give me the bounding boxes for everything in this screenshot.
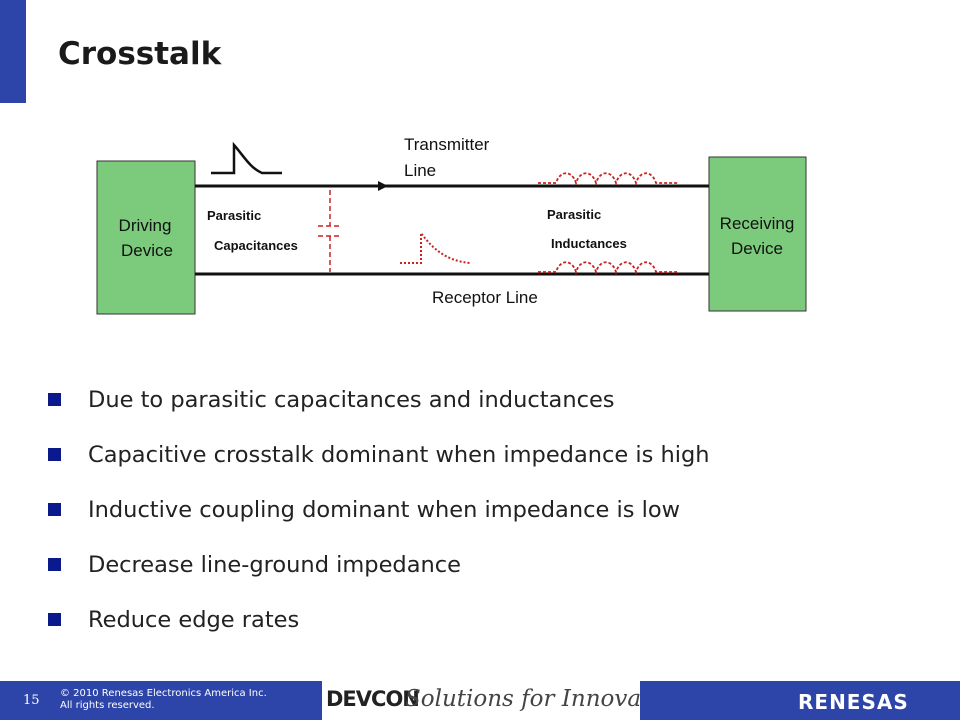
footer: 15 © 2010 Renesas Electronics America In… [0,681,960,720]
bullet-text: Decrease line-ground impedance [88,551,461,578]
bullet-item: Due to parasitic capacitances and induct… [48,372,710,427]
bullet-text: Due to parasitic capacitances and induct… [88,386,615,413]
tagline: Solutions for Innovation [405,686,687,712]
transmitter-line-label-1: Transmitter [404,135,490,154]
bullet-square-icon [48,558,61,571]
page-number: 15 [23,693,40,708]
devcon-logo: DEVCON [326,687,420,711]
renesas-logo: RENESAS [798,690,909,714]
parasitic-capacitances-label-2: Capacitances [214,238,298,253]
driving-device-box [96,160,196,315]
bullet-square-icon [48,393,61,406]
inductor-bottom [538,261,678,276]
bullet-item: Reduce edge rates [48,592,710,647]
receiving-device-box [708,156,807,312]
bullet-square-icon [48,503,61,516]
parasitic-inductances-label-2: Inductances [551,236,627,251]
footer-right-band [640,681,960,720]
driving-device-label-2: Device [121,241,173,260]
bullet-item: Inductive coupling dominant when impedan… [48,482,710,537]
bullet-text: Reduce edge rates [88,606,300,633]
receiving-device-label-1: Receiving [720,214,795,233]
crosstalk-pulse-waveform [400,229,471,264]
bullet-text: Inductive coupling dominant when impedan… [88,496,681,523]
slide-title: Crosstalk [58,36,222,72]
receiving-device-label-2: Device [731,239,783,258]
crosstalk-diagram: Driving Device Receiving Device Transmit… [96,135,807,315]
transmitter-pulse-waveform [211,141,282,175]
parasitic-inductances-label-1: Parasitic [547,207,601,222]
bullet-square-icon [48,448,61,461]
bullet-item: Capacitive crosstalk dominant when imped… [48,427,710,482]
bullet-text: Capacitive crosstalk dominant when imped… [88,441,710,468]
transmitter-line-label-2: Line [404,161,436,180]
copyright-line-1: © 2010 Renesas Electronics America Inc. [60,688,267,699]
copyright: © 2010 Renesas Electronics America Inc. … [60,688,267,712]
bullet-list: Due to parasitic capacitances and induct… [48,372,710,647]
footer-middle-band [322,681,640,720]
receptor-line-label: Receptor Line [432,288,538,307]
driving-device-label-1: Driving [119,216,172,235]
transmitter-arrow [378,181,388,191]
copyright-line-2: All rights reserved. [60,700,155,711]
footer-left-band [0,681,322,720]
parasitic-capacitances-label-1: Parasitic [207,208,261,223]
bullet-square-icon [48,613,61,626]
inductor-top [538,172,678,187]
bullet-item: Decrease line-ground impedance [48,537,710,592]
accent-bar [0,0,26,103]
